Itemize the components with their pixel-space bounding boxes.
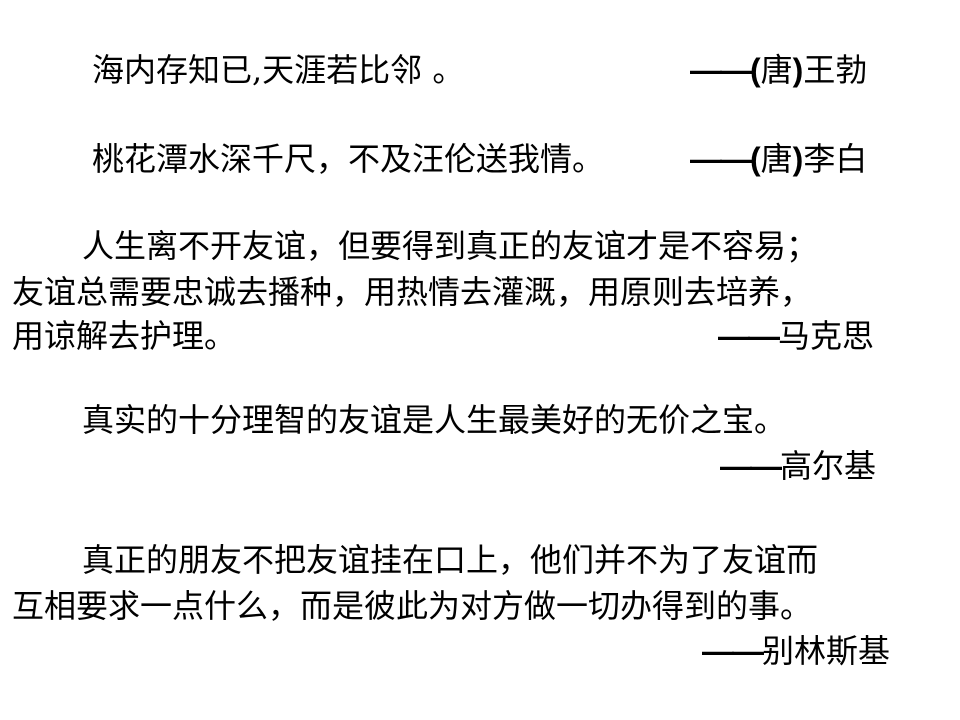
quote-2-line-1: 桃花潭水深千尺，不及汪伦送我情。 <box>92 140 605 178</box>
quote-5-line-1: 真正的朋友不把友谊挂在口上，他们并不为了友谊而 <box>82 541 819 579</box>
dynasty: 唐 <box>760 51 793 89</box>
quote-1-text: 海内存知已,天涯若比邻 。 <box>92 52 464 88</box>
author-name: 别林斯基 <box>762 632 891 670</box>
quote-5-attribution: ——别林斯基 <box>702 633 890 669</box>
author-name: 王勃 <box>803 51 868 89</box>
attribution-dash: —— <box>720 448 782 484</box>
paren-close: ) <box>792 52 804 88</box>
dynasty: 唐 <box>760 140 793 178</box>
attribution-dash: —— <box>690 52 752 88</box>
author-name: 马克思 <box>778 317 875 355</box>
quote-5-line-2: 互相要求一点什么，而是彼此为对方做一切办得到的事。 <box>12 587 813 625</box>
quote-3-attribution: ——马克思 <box>718 318 874 354</box>
quote-3-line-1: 人生离不开友谊，但要得到真正的友谊才是不容易； <box>82 227 819 265</box>
quote-3-line-3: 用谅解去护理。 <box>12 317 237 355</box>
quote-4-attribution: ——高尔基 <box>720 448 876 484</box>
quote-3-line-2: 友谊总需要忠诚去播种，用热情去灌溉，用原则去培养， <box>12 273 813 311</box>
paren-open: ( <box>750 141 761 177</box>
paren-close: ) <box>792 141 804 177</box>
author-name: 高尔基 <box>780 447 877 485</box>
paren-open: ( <box>750 52 761 88</box>
quote-1-line-1: 海内存知已,天涯若比邻 。 <box>92 51 465 89</box>
quote-1-attribution: ——(唐)王勃 <box>690 52 867 88</box>
attribution-dash: —— <box>702 633 764 669</box>
author-name: 李白 <box>803 140 868 178</box>
quote-2-text: 桃花潭水深千尺，不及汪伦送我情。 <box>92 141 604 177</box>
attribution-dash: —— <box>718 318 780 354</box>
attribution-dash: —— <box>690 141 752 177</box>
quote-4-line-1: 真实的十分理智的友谊是人生最美好的无价之宝。 <box>82 401 787 439</box>
quote-2-attribution: ——(唐)李白 <box>690 141 867 177</box>
